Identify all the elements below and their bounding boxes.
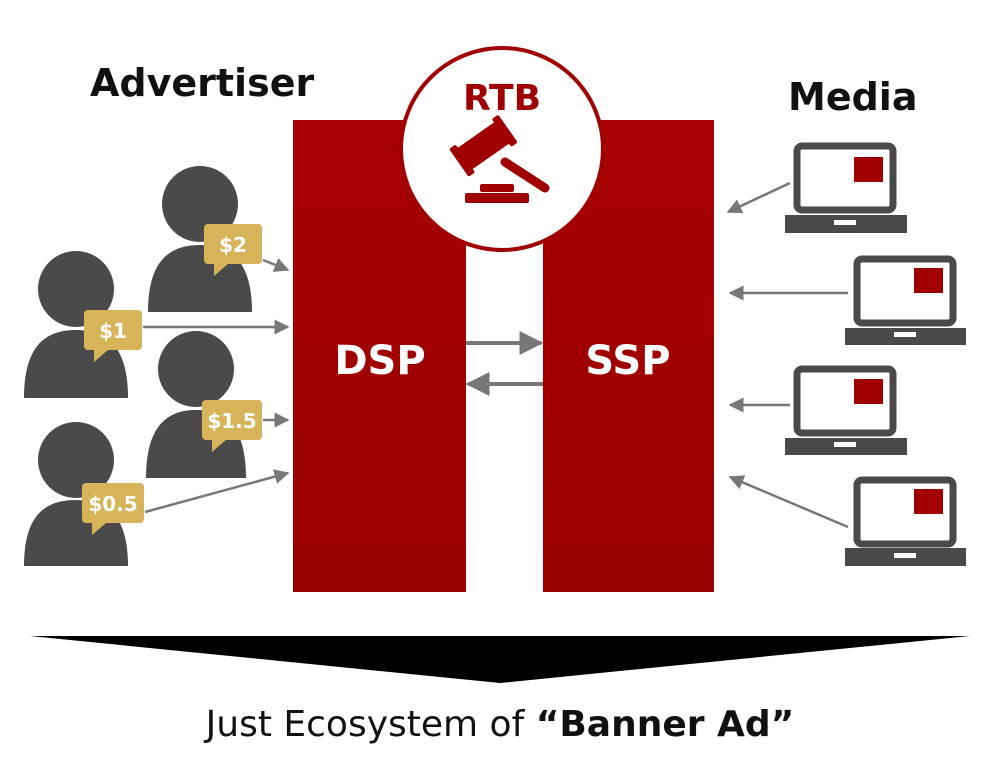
funnel-triangle [30, 636, 970, 683]
caption-prefix: Just Ecosystem of [205, 704, 536, 745]
bid-tag-1: $1 [84, 310, 142, 362]
media-heading: Media [788, 75, 917, 119]
laptop-icon [845, 476, 966, 566]
caption: Just Ecosystem of “Banner Ad” [0, 704, 1000, 745]
bid-value-1: $1 [99, 319, 127, 343]
bid-tag-0-5: $0.5 [82, 483, 144, 535]
rtb-circle [399, 46, 605, 252]
gavel-icon [449, 115, 550, 203]
media-arrow [728, 475, 849, 529]
laptop-icon [845, 255, 966, 345]
bid-value-1-5: $1.5 [207, 409, 256, 433]
dsp-label: DSP [334, 338, 425, 384]
bid-value-2: $2 [219, 233, 247, 257]
advertiser-heading: Advertiser [90, 61, 314, 105]
bid-value-0-5: $0.5 [88, 492, 137, 516]
bid-arrow [262, 258, 290, 272]
laptop-icon [785, 142, 907, 233]
media-arrow [726, 181, 791, 214]
bid-tag-1-5: $1.5 [202, 400, 262, 452]
laptop-icon [785, 365, 907, 455]
bid-arrow [144, 469, 290, 514]
caption-emphasis: “Banner Ad” [535, 704, 795, 745]
bid-tag-2: $2 [204, 224, 262, 276]
ssp-label: SSP [585, 338, 670, 384]
rtb-label: RTB [463, 78, 541, 119]
